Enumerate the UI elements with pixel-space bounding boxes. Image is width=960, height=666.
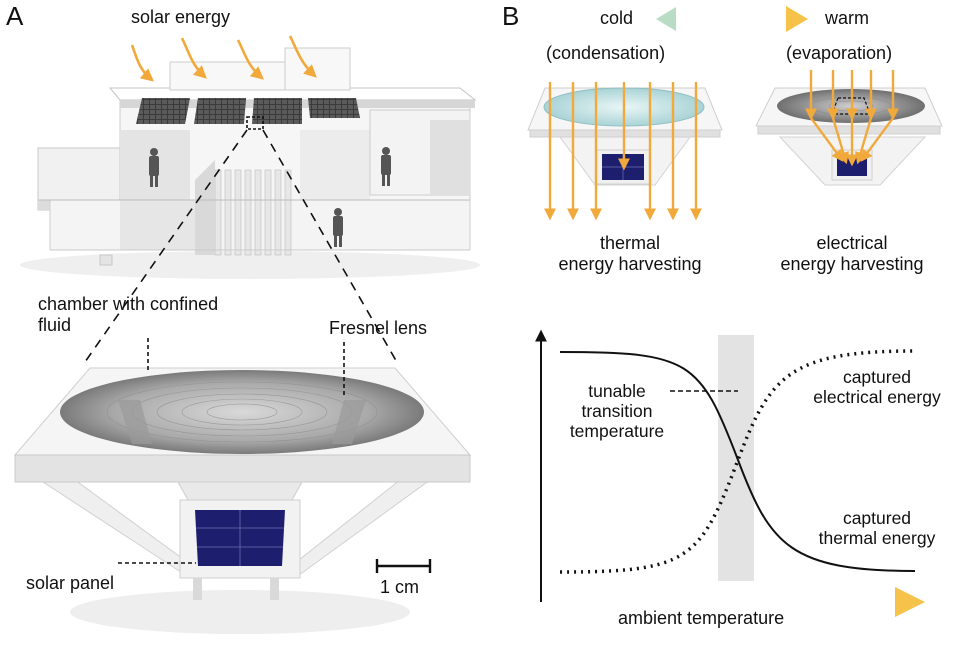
- panel-a-letter: A: [6, 1, 24, 31]
- transition-band: [718, 335, 754, 581]
- captured-electrical-label: captured electrical energy: [813, 367, 941, 408]
- thermal-curve: [559, 351, 916, 572]
- electrical-arrows: [805, 70, 899, 167]
- cold-warm-arrow: [656, 6, 808, 32]
- panel-b-letter: B: [502, 1, 520, 31]
- x-axis-label: ambient temperature: [618, 608, 785, 628]
- warm-label: warm: [825, 8, 869, 28]
- electrical-curve: [559, 349, 916, 574]
- transition-graph: [535, 329, 925, 617]
- building-illustration: [20, 47, 480, 279]
- zoom-marker: [246, 116, 264, 130]
- device-illustration: [13, 367, 472, 634]
- scale-bar-label: 1 cm: [380, 577, 420, 597]
- solar-energy-label: solar energy: [131, 7, 231, 27]
- thermal-harvesting-label: thermal energy harvesting: [558, 233, 702, 274]
- evaporation-label: (evaporation): [786, 43, 893, 63]
- transition-temperature-label: tunable transition temperature: [569, 381, 665, 442]
- fresnel-lens-label: Fresnel lens: [329, 318, 428, 338]
- evaporation-device: [755, 87, 943, 186]
- captured-thermal-label: captured thermal energy: [818, 508, 936, 549]
- callout-leaders-a: [118, 338, 345, 564]
- condensation-label: (condensation): [546, 43, 666, 63]
- zoom-lines: [84, 129, 399, 365]
- cold-label: cold: [600, 8, 634, 28]
- solar-panel-label: solar panel: [26, 573, 115, 593]
- solar-energy-arrows: [130, 35, 317, 82]
- electrical-harvesting-label: electrical energy harvesting: [780, 233, 924, 274]
- thermal-arrows: [544, 82, 702, 221]
- x-axis-head: [895, 587, 925, 617]
- scale-bar: [375, 559, 432, 573]
- chamber-label: chamber with confined fluid: [38, 294, 219, 335]
